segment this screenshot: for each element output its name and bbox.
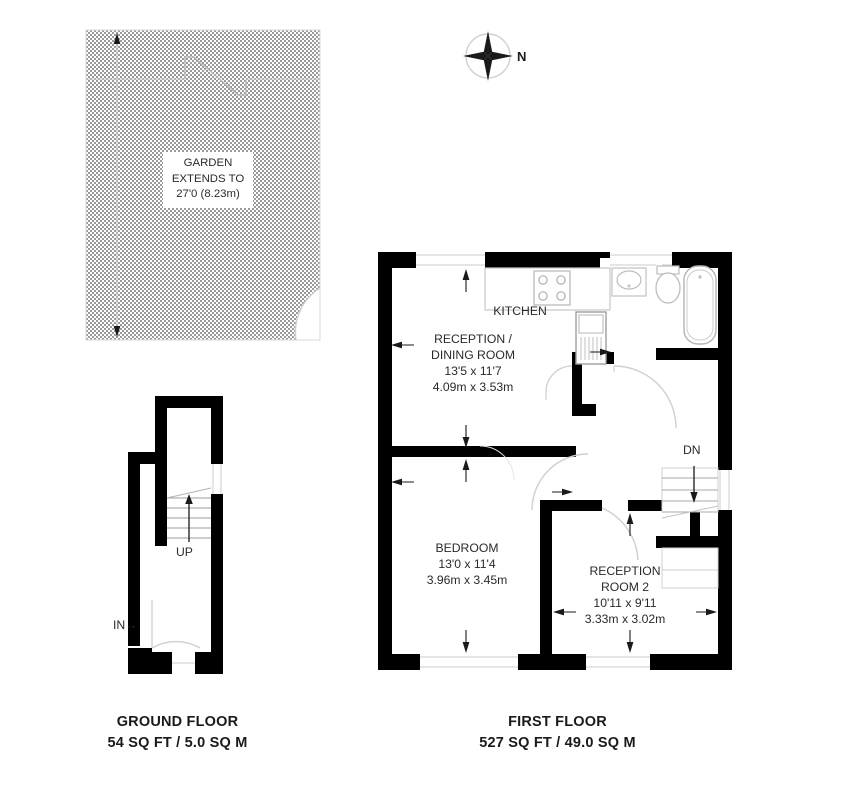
stairs-down-label: DN [683, 443, 701, 457]
garden-note-line2: EXTENDS TO [171, 172, 245, 185]
garden-note-line3: 27'0 (8.23m) [176, 188, 240, 201]
hob-icon [533, 270, 571, 306]
compass-north-label: N [517, 49, 527, 64]
reception2-name-line2: ROOM 2 [600, 580, 650, 595]
reception2-dims-imperial: 10'11 x 9'11 [593, 596, 657, 611]
bathtub-icon [683, 265, 717, 345]
room-label-reception-dining: RECEPTION / DINING ROOM 13'5 x 11'7 4.09… [417, 331, 529, 395]
door-swing-icon-entrance [151, 600, 201, 649]
toilet-icon [655, 265, 681, 304]
ground-floor-plan [128, 396, 223, 674]
reception-dining-dims-metric: 4.09m x 3.53m [432, 380, 514, 395]
sink-icon [575, 311, 607, 365]
stairs-icon-up [166, 487, 212, 542]
stairs-up-label: UP [176, 545, 193, 559]
first-floor-area: 527 SQ FT / 49.0 SQ M [479, 735, 636, 752]
garden-extent-note: GARDEN EXTENDS TO 27'0 (8.23m) [163, 152, 253, 209]
bedroom-dims-metric: 3.96m x 3.45m [426, 573, 508, 588]
caption-first-floor: FIRST FLOOR 527 SQ FT / 49.0 SQ M [435, 712, 680, 754]
bedroom-name: BEDROOM [435, 541, 499, 555]
dimension-arrows [391, 269, 717, 653]
washbasin-icon [611, 267, 647, 297]
ground-floor-title: GROUND FLOOR [116, 714, 239, 730]
compass-rose-icon [463, 31, 513, 81]
kitchen-name: KITCHEN [493, 304, 547, 318]
reception2-dims-metric: 3.33m x 3.02m [584, 612, 666, 627]
first-floor-title: FIRST FLOOR [508, 714, 607, 730]
ground-floor-area: 54 SQ FT / 5.0 SQ M [107, 735, 248, 752]
reception2-name-line1: RECEPTION [589, 564, 661, 578]
room-label-bedroom: BEDROOM 13'0 x 11'4 3.96m x 3.45m [405, 540, 529, 588]
garden-break-line [86, 56, 320, 96]
first-floor-plan [378, 252, 732, 670]
garden-dimension-line [113, 33, 121, 337]
reception-dining-name-line2: DINING ROOM [431, 348, 515, 363]
reception-dining-dims-imperial: 13'5 x 11'7 [444, 364, 502, 379]
bathroom-fixtures [611, 265, 717, 345]
stairs-icon-down [661, 466, 719, 589]
room-label-reception-room-2: RECEPTION ROOM 2 10'11 x 9'11 3.33m x 3.… [563, 563, 687, 627]
reception-dining-name-line1: RECEPTION / [434, 332, 512, 346]
garden-note-line1: GARDEN [183, 157, 233, 169]
bedroom-dims-imperial: 13'0 x 11'4 [438, 557, 496, 572]
door-swing-icons [479, 365, 677, 561]
caption-ground-floor: GROUND FLOOR 54 SQ FT / 5.0 SQ M [55, 712, 300, 754]
kitchen-fixtures [484, 267, 611, 365]
entrance-label: IN→ [113, 618, 138, 632]
room-label-kitchen: KITCHEN [480, 303, 560, 319]
